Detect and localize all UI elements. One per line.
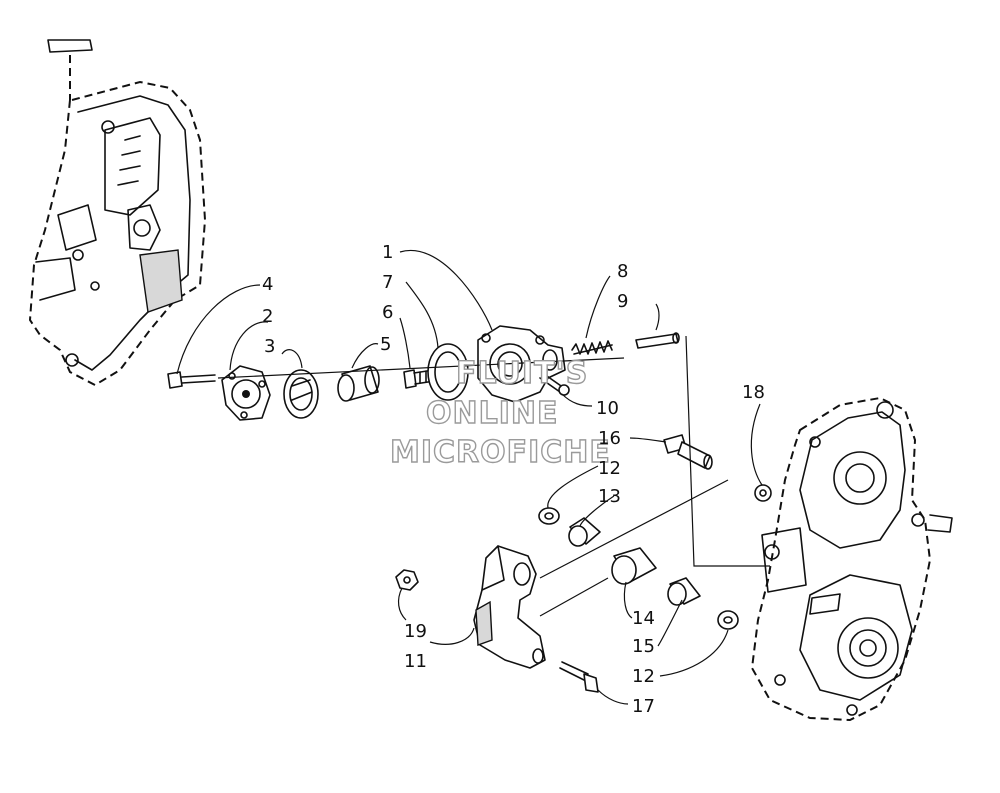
callout-2: 2 <box>262 306 273 327</box>
callout-7: 7 <box>382 272 393 293</box>
part-19-nut <box>395 569 419 591</box>
part-2-cover-plate <box>221 365 271 421</box>
callout-12-lower: 12 <box>632 666 655 687</box>
part-10-screw <box>539 373 570 396</box>
part-1-housing <box>477 325 566 403</box>
watermark-line-3: MICROFICHE <box>390 435 611 470</box>
part-12-washer-lower <box>717 610 739 630</box>
part-5-roller <box>337 365 380 402</box>
left-chaincase-cover <box>28 39 207 387</box>
part-12-washer-upper <box>538 507 560 525</box>
callout-labels: 1 2 3 4 5 6 7 8 9 10 11 12 13 14 15 12 1… <box>262 242 765 717</box>
callout-16: 16 <box>598 428 621 449</box>
part-14-bushing <box>611 547 657 585</box>
callout-11: 11 <box>404 651 427 672</box>
callout-18: 18 <box>742 382 765 403</box>
callout-15: 15 <box>632 636 655 657</box>
watermark: FLUIT'S ONLINE MICROFICHE <box>389 355 611 470</box>
callout-19: 19 <box>404 621 427 642</box>
part-15-sleeve <box>667 577 701 606</box>
watermark-line-2: ONLINE <box>426 396 559 431</box>
watermark-line-1: FLUIT'S <box>456 356 588 391</box>
callout-4: 4 <box>262 274 273 295</box>
callout-9: 9 <box>617 291 628 312</box>
callout-12-upper: 12 <box>598 458 621 479</box>
callout-13: 13 <box>598 486 621 507</box>
part-17-bolt <box>559 661 599 693</box>
callout-8: 8 <box>617 261 628 282</box>
part-9-pin <box>635 332 680 349</box>
callout-5: 5 <box>380 334 391 355</box>
callout-1: 1 <box>382 242 393 263</box>
callout-10: 10 <box>596 398 619 419</box>
callout-14: 14 <box>632 608 655 629</box>
right-gearcase <box>750 396 953 722</box>
part-7-o-ring <box>427 343 469 401</box>
assembly-lines <box>217 335 770 617</box>
part-8-spring <box>571 340 613 355</box>
part-18-washer <box>754 484 772 502</box>
part-16-stud <box>663 434 713 470</box>
callout-6: 6 <box>382 302 393 323</box>
part-11-bracket <box>473 545 546 669</box>
part-4-bolt <box>167 371 216 389</box>
part-13-bushing <box>568 517 601 547</box>
leader-lines <box>176 249 763 705</box>
callout-17: 17 <box>632 696 655 717</box>
callout-3: 3 <box>264 336 275 357</box>
part-3-ring <box>283 369 319 419</box>
